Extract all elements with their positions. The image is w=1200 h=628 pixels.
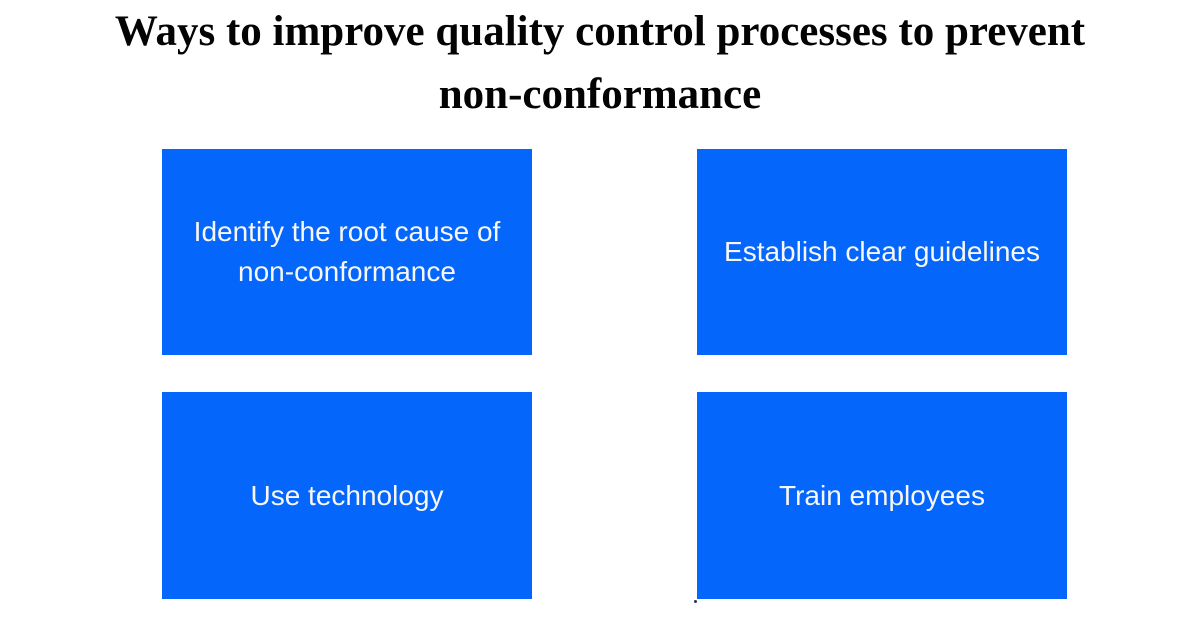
card-use-technology-label: Use technology — [250, 479, 444, 511]
card-establish-clear-guidelines: Establish clear guidelines — [697, 149, 1067, 355]
page-title: Ways to improve quality control processe… — [0, 0, 1200, 126]
stray-dot-artifact — [694, 600, 697, 603]
page-title-line-1: Ways to improve quality control processe… — [114, 8, 1086, 55]
card-train-employees-label: Train employees — [779, 479, 985, 511]
card-identify-root-cause: Identify the root cause of non-conforman… — [162, 149, 532, 355]
card-train-employees: Train employees — [697, 392, 1067, 599]
card-establish-clear-guidelines-label: Establish clear guidelines — [724, 236, 1040, 267]
page-title-line-2: non-conformance — [438, 71, 762, 118]
card-identify-root-cause-label: Identify the root cause of non-conforman… — [193, 216, 501, 287]
card-use-technology: Use technology — [162, 392, 532, 599]
